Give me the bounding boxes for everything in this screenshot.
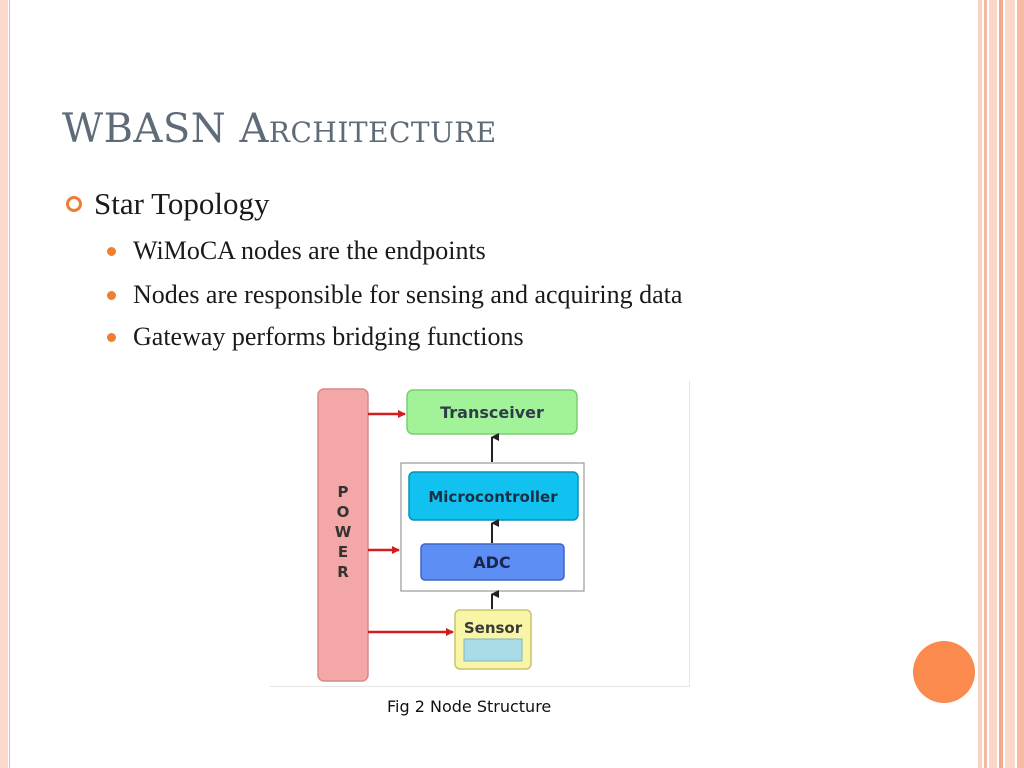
right-stripe-1 [978,0,982,768]
node-structure-diagram: P O W E R Transceiver Microcontroller AD… [317,388,585,682]
figure-caption: Fig 2 Node Structure [387,697,552,716]
left-frame-line [9,0,10,768]
bullet-level2-item: WiMoCA nodes are the endpoints [107,236,486,266]
adc-label: ADC [473,553,510,572]
dot-bullet-icon [107,290,116,300]
bullet-level2-text: Gateway performs bridging functions [133,322,524,351]
power-letter: P [338,483,349,501]
bullet-level2-text: WiMoCA nodes are the endpoints [133,236,486,265]
power-letter: W [335,523,352,541]
decorative-circle [913,641,975,703]
bullet-level1: Star Topology [66,186,270,222]
dot-bullet-icon [107,332,116,342]
bullet-level1-text: Star Topology [94,186,270,221]
bullet-level2-text: Nodes are responsible for sensing and ac… [133,280,683,309]
sensor-label: Sensor [464,619,523,637]
microcontroller-label: Microcontroller [428,488,558,506]
ring-bullet-icon [66,196,82,212]
adc-block [420,543,565,581]
bullet-level2-item: Nodes are responsible for sensing and ac… [107,280,682,310]
power-letter: O [337,503,350,521]
power-block [317,388,369,682]
right-stripe-6 [1017,0,1024,768]
slide-title: WBASN Architecture [62,106,497,152]
right-stripe-2 [984,0,987,768]
dot-bullet-icon [107,246,116,256]
right-stripe-3 [989,0,997,768]
power-letter: R [337,563,349,581]
sensor-element [463,638,523,662]
left-frame-band [0,0,8,768]
power-letter: E [338,543,348,561]
transceiver-label: Transceiver [440,403,544,422]
title-word: Architecture [239,106,497,152]
right-stripe-5 [1005,0,1015,768]
right-stripe-4 [999,0,1003,768]
title-acronym: WBASN [62,106,240,152]
bullet-level2-item: Gateway performs bridging functions [107,322,524,352]
node-structure-figure: P O W E R Transceiver Microcontroller AD… [270,381,690,687]
